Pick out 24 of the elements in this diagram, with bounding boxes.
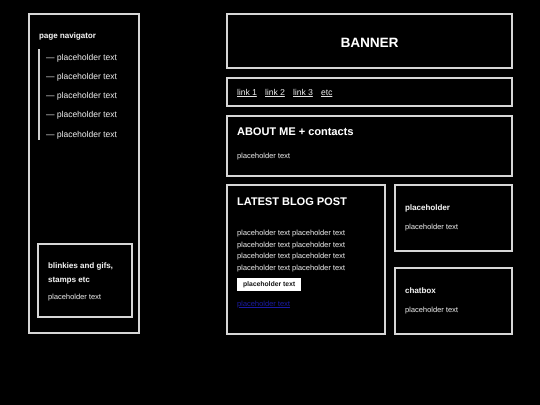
- nav-link: link 3: [293, 87, 313, 98]
- content-panel: [226, 184, 386, 335]
- section-heading: chatbox: [405, 286, 436, 296]
- nav-link: link 1: [237, 87, 257, 98]
- nav-bar: [226, 77, 513, 107]
- section-heading: ABOUT ME + contacts: [237, 126, 354, 138]
- nav-item: — placeholder text: [46, 70, 117, 82]
- content-panel: [394, 184, 513, 252]
- nav-link: etc: [321, 87, 332, 98]
- section-heading: page navigator: [39, 31, 96, 41]
- banner-title: BANNER: [340, 35, 400, 51]
- widget-panel: [37, 243, 133, 318]
- section-heading: placeholder: [405, 203, 450, 213]
- nav-item: — placeholder text: [46, 128, 117, 140]
- banner-panel: [226, 13, 513, 69]
- nav-item: — placeholder text: [46, 52, 117, 62]
- nav-link: link 2: [265, 87, 285, 98]
- section-heading: LATEST BLOG POST: [237, 196, 347, 208]
- content-panel: [226, 115, 513, 177]
- nav-item: — placeholder text: [46, 90, 117, 101]
- section-heading: blinkies and gifs, stamps etc: [48, 260, 114, 286]
- content-panel: [394, 267, 513, 335]
- nav-item: — placeholder text: [46, 109, 117, 120]
- sidebar-panel: [28, 13, 140, 334]
